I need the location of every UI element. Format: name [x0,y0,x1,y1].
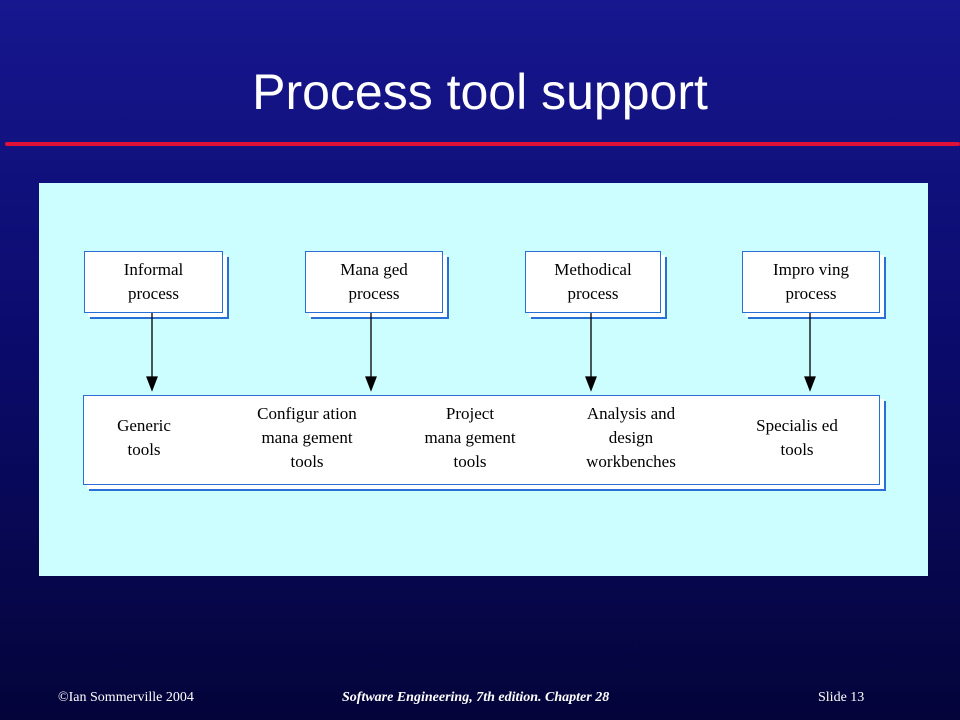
tool-label-line: Configur ation [257,404,357,423]
tool-label-line: tools [453,452,487,471]
tool-label-line: mana gement [261,428,353,447]
tool-label-line: Generic [117,416,171,435]
tool-project-management: Project mana gement tools [405,402,535,474]
tool-label-line: Project [445,404,495,423]
arrowhead-informal [146,376,158,392]
arrowhead-improving [804,376,816,392]
tool-specialised: Specialis ed tools [734,414,860,462]
tool-generic: Generic tools [104,414,184,462]
tools-box: Generic tools Configur ation mana gement… [83,395,880,485]
tool-label-line: Analysis and [586,404,676,423]
process-label-line: process [567,284,619,303]
arrowhead-managed [365,376,377,392]
process-label-line: Mana ged [340,260,408,279]
process-box-informal: Informal process [84,251,223,313]
tool-label-line: tools [127,440,161,459]
process-box-managed: Mana ged process [305,251,443,313]
footer-slide-number: Slide 13 [818,690,865,705]
process-label-line: Methodical [554,260,632,279]
tool-label-line: Specialis ed [756,416,838,435]
tool-label-line: tools [290,452,324,471]
process-label-line: Impro ving [772,260,850,279]
footer-copyright: ©Ian Sommerville 2004 [58,690,194,705]
tool-analysis-design-workbenches: Analysis and design workbenches [564,402,698,474]
tool-label-line: mana gement [424,428,516,447]
process-label-line: process [128,284,179,303]
tool-label-line: tools [780,440,814,459]
footer-book-title: Software Engineering, 7th edition. Chapt… [342,690,610,705]
process-label-line: process [785,284,837,303]
title-divider [5,142,960,146]
process-label-line: process [348,284,400,303]
tool-label-line: workbenches [586,452,676,471]
tool-configuration-management: Configur ation mana gement tools [242,402,372,474]
arrowhead-methodical [585,376,597,392]
process-box-improving: Impro ving process [742,251,880,313]
diagram-panel: Informal process Mana ged process Method… [39,183,928,576]
tool-label-line: design [608,428,654,447]
slide-title: Process tool support [252,64,708,120]
process-label-line: Informal [123,260,184,279]
connector-arrows [146,313,816,392]
process-box-methodical: Methodical process [525,251,661,313]
